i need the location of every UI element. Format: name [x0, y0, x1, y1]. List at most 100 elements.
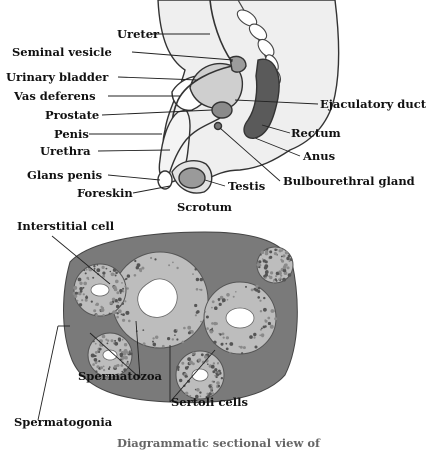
urinary-bladder — [189, 62, 243, 110]
cell-dot — [261, 258, 264, 260]
cell-dot — [129, 350, 131, 352]
cell-dot — [122, 287, 125, 290]
cell-texture — [72, 248, 293, 399]
cell-dot — [217, 384, 221, 388]
cell-dot — [282, 277, 286, 282]
cell-dot — [187, 357, 192, 361]
label-scrotum: Scrotum — [177, 200, 232, 214]
cell-dot — [84, 272, 87, 275]
cell-dot — [218, 302, 222, 306]
cell-dot — [124, 278, 127, 281]
cell-dot — [287, 254, 291, 258]
cell-dot — [93, 358, 98, 362]
cell-dot — [100, 308, 105, 312]
cell-dot — [128, 319, 131, 323]
cell-dot — [92, 363, 95, 366]
cell-dot — [116, 291, 120, 295]
cell-dot — [102, 365, 105, 368]
label-spermatozoa: Spermatozoa — [78, 369, 162, 383]
cell-dot — [263, 307, 267, 312]
cell-dot — [90, 300, 93, 303]
cell-dot — [177, 368, 180, 371]
cell-dot — [99, 339, 103, 343]
cell-dot — [275, 275, 278, 278]
cell-dot — [176, 338, 179, 341]
cell-dot — [73, 285, 78, 290]
cell-dot — [113, 285, 117, 290]
cell-dot — [211, 392, 215, 395]
cell-dot — [282, 268, 287, 273]
cell-dot — [126, 287, 129, 290]
cell-dot — [204, 310, 207, 313]
cell-dot — [215, 371, 217, 374]
cell-dot — [176, 266, 179, 270]
cell-dot — [121, 282, 123, 284]
cell-dot — [209, 364, 212, 367]
cell-dot — [105, 338, 108, 341]
label-interstitial-cell: Interstitial cell — [17, 219, 115, 233]
cell-dot — [280, 274, 283, 277]
cell-dot — [92, 340, 95, 343]
label-urinary-bladder: Urinary bladder — [6, 70, 109, 84]
cell-dot — [210, 364, 215, 369]
label-prostate: Prostate — [45, 108, 100, 122]
cell-dot — [194, 314, 197, 317]
cell-dot — [192, 273, 194, 275]
cell-dot — [205, 315, 209, 319]
cell-dot — [79, 289, 83, 293]
cell-dot — [199, 391, 202, 394]
cell-dot — [221, 298, 226, 303]
cell-dot — [281, 248, 284, 251]
cell-dot — [171, 338, 174, 341]
label-seminal-vesicle: Seminal vesicle — [12, 45, 112, 59]
cell-dot — [245, 285, 247, 288]
cell-dot — [264, 260, 268, 264]
cell-dot — [93, 265, 96, 268]
cell-dot — [121, 302, 124, 305]
cell-dot — [214, 368, 218, 372]
cell-dot — [259, 310, 263, 313]
cell-dot — [289, 258, 293, 262]
cell-dot — [114, 274, 117, 277]
cell-dot — [83, 269, 86, 272]
cell-dot — [95, 314, 98, 317]
cell-dot — [206, 392, 209, 395]
cell-dot — [107, 367, 111, 370]
cell-dot — [263, 274, 266, 278]
cell-dot — [265, 270, 269, 274]
cell-dot — [112, 268, 117, 272]
cell-dot — [214, 306, 218, 311]
cell-dot — [274, 317, 278, 321]
cell-dot — [257, 286, 261, 290]
cell-dot — [176, 329, 178, 331]
cell-dot — [232, 295, 235, 298]
cell-dot — [176, 365, 180, 369]
cell-dot — [76, 299, 79, 302]
cell-dot — [102, 313, 105, 317]
cell-dot — [275, 271, 280, 276]
label-ejaculatory-duct: Ejaculatory duct — [320, 97, 427, 111]
cell-dot — [255, 288, 259, 292]
cell-dot — [287, 273, 292, 277]
cell-dot — [211, 380, 214, 383]
cell-dot — [225, 347, 229, 351]
cell-dot — [114, 341, 119, 346]
cell-dot — [262, 325, 266, 329]
cell-dot — [264, 319, 267, 321]
label-vas-deferens: Vas deferens — [14, 89, 96, 103]
cell-dot — [167, 337, 171, 341]
cell-dot — [195, 277, 200, 282]
cell-dot — [87, 278, 90, 281]
cell-dot — [235, 291, 237, 293]
cell-dot — [184, 375, 188, 378]
cell-dot — [255, 284, 259, 289]
label-rectum: Rectum — [291, 126, 341, 140]
cell-dot — [269, 250, 273, 254]
cell-dot — [94, 351, 98, 354]
cell-dot — [217, 371, 220, 374]
cell-dot — [92, 276, 95, 279]
cell-dot — [98, 351, 101, 353]
label-foreskin: Foreskin — [77, 186, 133, 200]
cell-dot — [95, 302, 100, 306]
cell-dot — [225, 342, 228, 345]
